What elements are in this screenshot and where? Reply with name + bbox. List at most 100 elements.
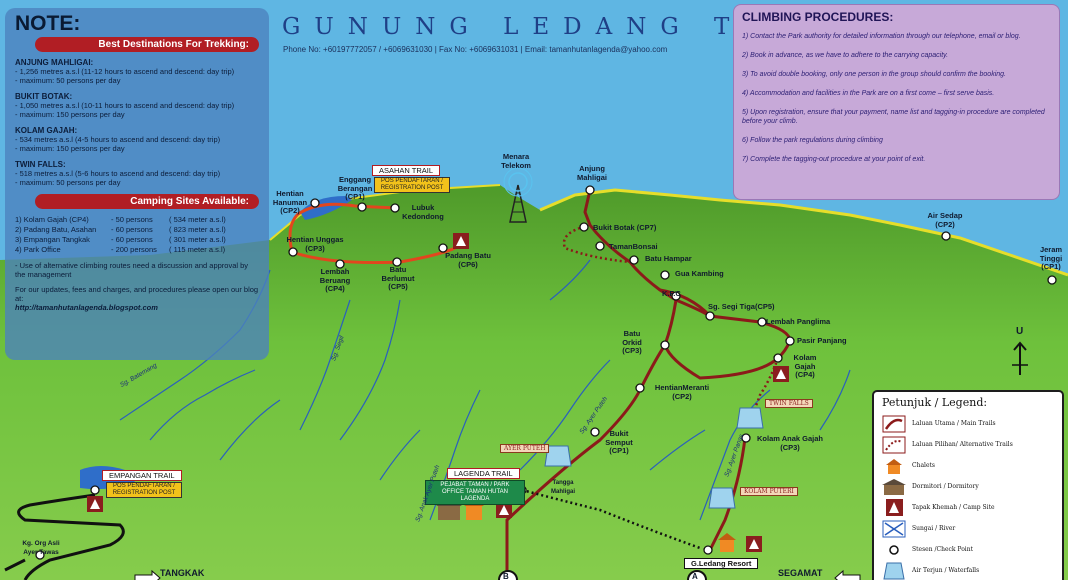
anjung-mahligai-label: Anjung Mahligai: [576, 164, 607, 182]
procedure-step: 2) Book in advance, as we have to adhere…: [742, 52, 949, 59]
kolam-gajah-label: Kolam Gajah (CP4): [793, 353, 817, 379]
bukit-botak-label: Bukit Botak (CP7): [593, 223, 657, 232]
legend-item: Air Terjun / Waterfalls: [882, 560, 1054, 580]
marker-a: A: [692, 572, 698, 580]
menara-telekom-label: Menara Telekom: [501, 152, 531, 170]
lubuk-kedondong-label: Lubuk Kedondong: [402, 203, 444, 221]
contact-info: Phone No: +60197772057 / +6069631030 | F…: [283, 45, 668, 54]
destination-twin-falls: TWIN FALLS: - 518 metres a.s.l (5-6 hour…: [15, 160, 221, 187]
segi-tiga-trail[interactable]: [659, 288, 712, 318]
tangkak-label: TANGKAK: [160, 568, 205, 578]
batu-berlumut-label: Batu Berlumut (CP5): [381, 265, 415, 291]
waterfall-icon: [883, 562, 905, 579]
shoreline: [539, 188, 1068, 277]
park-office-label: PEJABAT TAMAN / PARK OFFICE TAMAN HUTAN …: [425, 480, 525, 505]
segi-tiga-label: Sg. Segi Tiga(CP5): [708, 302, 775, 311]
camp-row: 4) Park Office- 200 persons( 115 meter a…: [15, 245, 226, 254]
note-heading: NOTE:: [15, 12, 81, 35]
procedure-step: 1) Contact the Park authority for detail…: [742, 33, 1021, 40]
note-panel: NOTE: Best Destinations For Trekking: AN…: [5, 8, 269, 360]
empangan-trail[interactable]: [17, 493, 125, 580]
tangga-mahligai-label: Tangga Mahligai: [550, 480, 575, 495]
camp-row: 3) Empangan Tangkak- 60 persons( 301 met…: [15, 235, 226, 244]
alt-routes-note: - Use of alternative climbing routes nee…: [15, 261, 249, 279]
direction-arrows: [134, 569, 861, 580]
updates-note: For our updates, fees and charges, and p…: [15, 285, 259, 303]
blog-link[interactable]: http://tamanhutanlagenda.blogspot.com: [15, 303, 158, 312]
lagenda-trail-label: LAGENDA TRAIL: [447, 468, 520, 479]
north-label: U: [1016, 326, 1024, 337]
legend-item: Tapak Khemah / Camp Site: [882, 497, 1054, 518]
waterfall-icons: [544, 407, 764, 509]
empangan-registration-post: POS PENDAFTARAN / REGISTRATION POST: [106, 482, 182, 498]
taman-bonsai-label: TamanBonsai: [609, 242, 658, 251]
jeram-tinggi-label: Jeram Tinggi (CP1): [1039, 245, 1063, 271]
twin-falls-label: TWIN FALLS: [765, 399, 813, 408]
legend-item: Sungai / River: [882, 518, 1054, 539]
kg-org-asli-label: Kg. Org Asli Ayer Tawas: [22, 540, 60, 556]
camp-site-icons: [87, 233, 789, 552]
batu-orkid-label: Batu Orkid (CP3): [622, 329, 642, 355]
segamat-label: SEGAMAT: [778, 568, 823, 578]
pasir-panjang-label: Pasir Panjang: [797, 336, 847, 345]
legend-item: Laluan Pilihan/ Alternative Trails: [882, 434, 1054, 455]
kolam-anak-gajah-label: Kolam Anak Gajah (CP3): [757, 434, 823, 452]
bukit-semput-label: Bukit Semput (CP1): [605, 429, 633, 455]
lembah-beruang-label: Lembah Beruang (CP4): [319, 267, 351, 293]
camp-row: 1) Kolam Gajah (CP4)- 50 persons( 534 me…: [15, 215, 226, 224]
legend-item: Stesen /Check Point: [882, 539, 1054, 560]
chalet-icon: [886, 458, 902, 474]
air-sedap-label: Air Sedap (CP2): [927, 211, 963, 229]
procedure-step: 5) Upon registration, ensure that your p…: [742, 109, 1045, 125]
lembah-panglima-label: Lembah Panglima: [766, 317, 831, 326]
procedure-step: 6) Follow the park regulations during cl…: [742, 137, 883, 144]
gua-kambing-label: Gua Kambing: [675, 269, 724, 278]
checkpoint-icon: [889, 544, 899, 555]
camp-row: 2) Padang Batu, Asahan- 60 persons( 823 …: [15, 225, 226, 234]
procedure-step: 7) Complete the tagging-out procedure at…: [742, 156, 926, 163]
camping-title: Camping Sites Available:: [35, 194, 259, 209]
asahan-registration-post: POS PENDAFTARAN / REGISTRATION POST: [374, 177, 450, 193]
empangan-trail-label: EMPANGAN TRAIL: [102, 470, 182, 481]
destination-bukit-botak: BUKIT BOTAK: - 1,050 metres a.s.l (10-11…: [15, 92, 235, 119]
enggang-berangan-label: Enggang Berangan (CP1): [337, 175, 373, 201]
procedures-title: CLIMBING PROCEDURES:: [742, 10, 894, 24]
entry-markers: [498, 570, 707, 580]
hentian-hanuman-label: Hentian Hanuman (CP2): [272, 189, 308, 215]
alt-trail-resort[interactable]: [521, 488, 701, 550]
camp-site-icon: [886, 498, 903, 516]
river-icon: [882, 520, 906, 537]
asahan-trail-label: ASAHAN TRAIL: [372, 165, 441, 176]
map-title: GUNUNG LEDANG TRAILS: [282, 14, 888, 40]
dormitory-icon: [882, 478, 906, 495]
north-arrow-icon: [1012, 341, 1028, 375]
lower-trail[interactable]: [708, 437, 747, 551]
kfc-label: K.F.C: [662, 289, 681, 298]
procedure-step: 4) Accommodation and facilities in the P…: [742, 90, 995, 97]
kolam-puteri-label: KOLAM PUTERI: [740, 487, 798, 496]
alt-trail-botak[interactable]: [562, 226, 631, 264]
checkpoints[interactable]: [35, 185, 1057, 560]
asahan-lake: [300, 196, 352, 220]
hentian-unggas-label: Hentian Unggas (CP3): [286, 235, 344, 253]
legend-item: Dormitori / Dormitory: [882, 476, 1054, 497]
legend-item: Laluan Utama / Main Trails: [882, 413, 1054, 434]
destinations-title: Best Destinations For Trekking:: [35, 37, 259, 52]
padang-batu-label: Padang Batu (CP6): [445, 251, 491, 269]
legend-panel: Petunjuk / Legend: Laluan Utama / Main T…: [872, 390, 1064, 580]
batu-hampar-label: Batu Hampar: [645, 254, 692, 263]
empangan-trail-spur: [4, 558, 26, 572]
destination-anjung: ANJUNG MAHLIGAI: - 1,256 metres a.s.l (1…: [15, 58, 235, 85]
g-ledang-resort-label: G.Ledang Resort: [684, 558, 759, 569]
destination-kolam-gajah: KOLAM GAJAH: - 534 metres a.s.l (4-5 hou…: [15, 126, 221, 153]
main-trail-icon: [882, 415, 906, 432]
legend-title: Petunjuk / Legend:: [882, 396, 988, 409]
alt-trail-icon: [882, 436, 906, 453]
telecom-tower-icon: [503, 167, 533, 223]
hentian-meranti-label: HentianMeranti (CP2): [654, 383, 710, 401]
marker-b: B: [503, 572, 509, 580]
ayer-puteh-label: AYER PUTEH: [500, 444, 550, 453]
procedure-step: 3) To avoid double booking, only one per…: [742, 71, 1006, 78]
legend-item: Chalets: [882, 455, 1054, 476]
procedures-panel: CLIMBING PROCEDURES: 1) Contact the Park…: [733, 4, 1060, 200]
